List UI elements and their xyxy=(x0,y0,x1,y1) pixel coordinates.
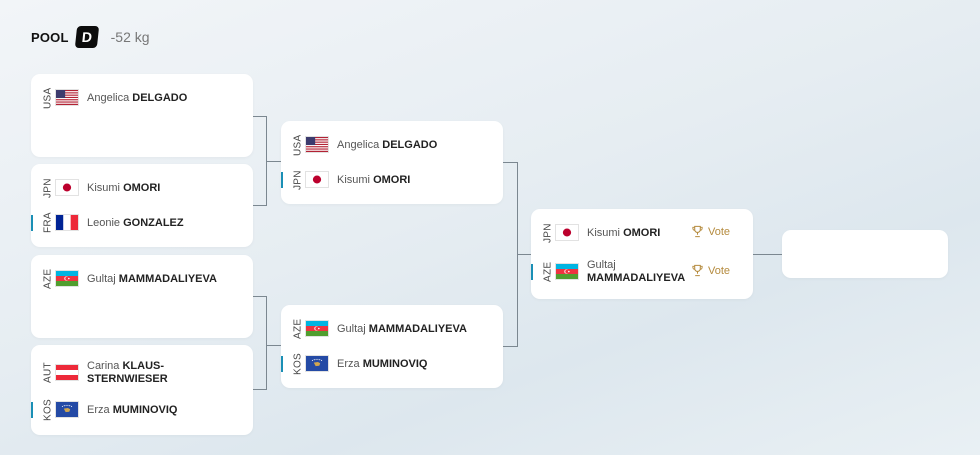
pool-header: POOL D -52 kg xyxy=(31,26,150,48)
bracket-connector xyxy=(266,161,281,162)
match-card[interactable]: USA Angelica DELGADO xyxy=(31,74,253,157)
competitor-row[interactable]: JPN Kisumi OMORI xyxy=(31,171,253,205)
match-card[interactable]: JPN Kisumi OMORI FRA Leonie GONZALEZ xyxy=(31,164,253,247)
trophy-icon xyxy=(692,225,703,238)
vote-label: Vote xyxy=(708,264,731,277)
competitor-row[interactable]: KOS Erza MUMINOVIQ xyxy=(31,393,253,427)
azerbaijan-flag-icon xyxy=(305,320,329,337)
competitor-name: Leonie GONZALEZ xyxy=(87,216,184,229)
competitor-row[interactable]: JPN Kisumi OMORI xyxy=(281,163,503,197)
bracket-connector xyxy=(266,296,267,390)
competitor-row[interactable]: AZE Gultaj MAMMADALIYEVA xyxy=(281,312,503,346)
match-card[interactable]: USA Angelica DELGADO JPN Kisumi OMORI xyxy=(281,121,503,204)
japan-flag-icon xyxy=(555,224,579,241)
competitor-row[interactable]: AZE Gultaj MAMMADALIYEVA Vote xyxy=(531,255,753,289)
match-card[interactable]: JPN Kisumi OMORI Vote AZE Gultaj MAMMADA… xyxy=(531,209,753,299)
weight-category: -52 kg xyxy=(110,29,150,45)
competitor-row[interactable]: AUT Carina KLAUS-STERNWIESER xyxy=(31,356,253,390)
match-card[interactable]: AUT Carina KLAUS-STERNWIESER KOS Erza MU… xyxy=(31,345,253,435)
bracket-connector xyxy=(253,116,266,117)
vote-button[interactable]: Vote xyxy=(691,225,730,238)
competitor-row[interactable]: KOS Erza MUMINOVIQ xyxy=(281,347,503,381)
competitor-name: Kisumi OMORI xyxy=(337,173,411,186)
bracket-connector xyxy=(253,389,266,390)
competitor-row[interactable]: USA Angelica DELGADO xyxy=(281,128,503,162)
competitor-name: Gultaj MAMMADALIYEVA xyxy=(87,272,217,285)
pool-label: POOL xyxy=(31,29,69,45)
competitor-row[interactable]: USA Angelica DELGADO xyxy=(31,81,253,115)
austria-flag-icon xyxy=(55,364,79,381)
competitor-name: Carina KLAUS-STERNWIESER xyxy=(87,360,168,385)
match-card-empty[interactable] xyxy=(782,230,948,278)
competitor-row[interactable]: JPN Kisumi OMORI Vote xyxy=(531,216,753,250)
bracket-connector xyxy=(503,162,517,163)
match-card[interactable]: AZE Gultaj MAMMADALIYEVA xyxy=(31,255,253,338)
azerbaijan-flag-icon xyxy=(55,270,79,287)
kosovo-flag-icon xyxy=(55,401,79,418)
usa-flag-icon xyxy=(55,89,79,106)
japan-flag-icon xyxy=(305,171,329,188)
japan-flag-icon xyxy=(55,179,79,196)
competitor-name: Gultaj MAMMADALIYEVA xyxy=(337,322,467,335)
bracket-connector xyxy=(253,205,266,206)
competitor-name: Angelica DELGADO xyxy=(337,138,438,151)
pool-letter-badge: D xyxy=(74,26,99,48)
bracket-connector xyxy=(266,345,281,346)
competitor-name: Angelica DELGADO xyxy=(87,91,188,104)
competitor-name: Gultaj MAMMADALIYEVA xyxy=(587,259,686,284)
bracket-connector xyxy=(503,346,517,347)
competitor-name: Erza MUMINOVIQ xyxy=(337,357,428,370)
bracket-connector xyxy=(517,254,531,255)
competitor-name: Erza MUMINOVIQ xyxy=(87,403,178,416)
bracket-connector xyxy=(753,254,782,255)
vote-label: Vote xyxy=(708,225,731,238)
france-flag-icon xyxy=(55,214,79,231)
competitor-row[interactable]: FRA Leonie GONZALEZ xyxy=(31,206,253,240)
trophy-icon xyxy=(692,264,703,277)
competitor-name: Kisumi OMORI xyxy=(587,226,661,239)
competitor-row[interactable]: AZE Gultaj MAMMADALIYEVA xyxy=(31,262,253,296)
competitor-name: Kisumi OMORI xyxy=(87,181,161,194)
match-card[interactable]: AZE Gultaj MAMMADALIYEVA KOS Erza MUMINO… xyxy=(281,305,503,388)
bracket-connector xyxy=(253,296,266,297)
usa-flag-icon xyxy=(305,136,329,153)
kosovo-flag-icon xyxy=(305,355,329,372)
azerbaijan-flag-icon xyxy=(555,263,579,280)
vote-button[interactable]: Vote xyxy=(691,264,730,277)
